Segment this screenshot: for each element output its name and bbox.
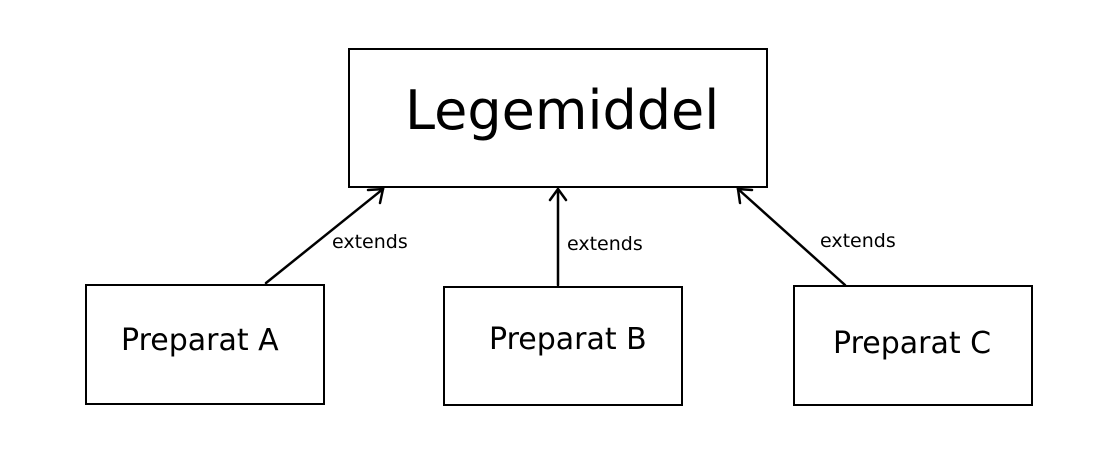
- class-box-legemiddel: [348, 48, 768, 188]
- class-box-preparat-c: [793, 285, 1033, 406]
- class-name-legemiddel: Legemiddel: [405, 79, 720, 142]
- class-name-preparat-a: Preparat A: [121, 323, 279, 358]
- arrow-a-to-parent: [264, 187, 385, 285]
- relation-label-b: extends: [567, 233, 643, 255]
- arrowhead-b: [548, 186, 568, 202]
- relation-label-a: extends: [332, 231, 408, 253]
- class-name-preparat-c: Preparat C: [833, 326, 992, 361]
- arrowhead-a: [366, 187, 385, 205]
- class-box-preparat-b: [443, 286, 683, 406]
- arrow-c-to-parent: [736, 187, 847, 287]
- arrowhead-c: [736, 187, 754, 205]
- class-box-preparat-a: [85, 284, 325, 405]
- class-name-preparat-b: Preparat B: [489, 322, 647, 357]
- relation-label-c: extends: [820, 230, 896, 252]
